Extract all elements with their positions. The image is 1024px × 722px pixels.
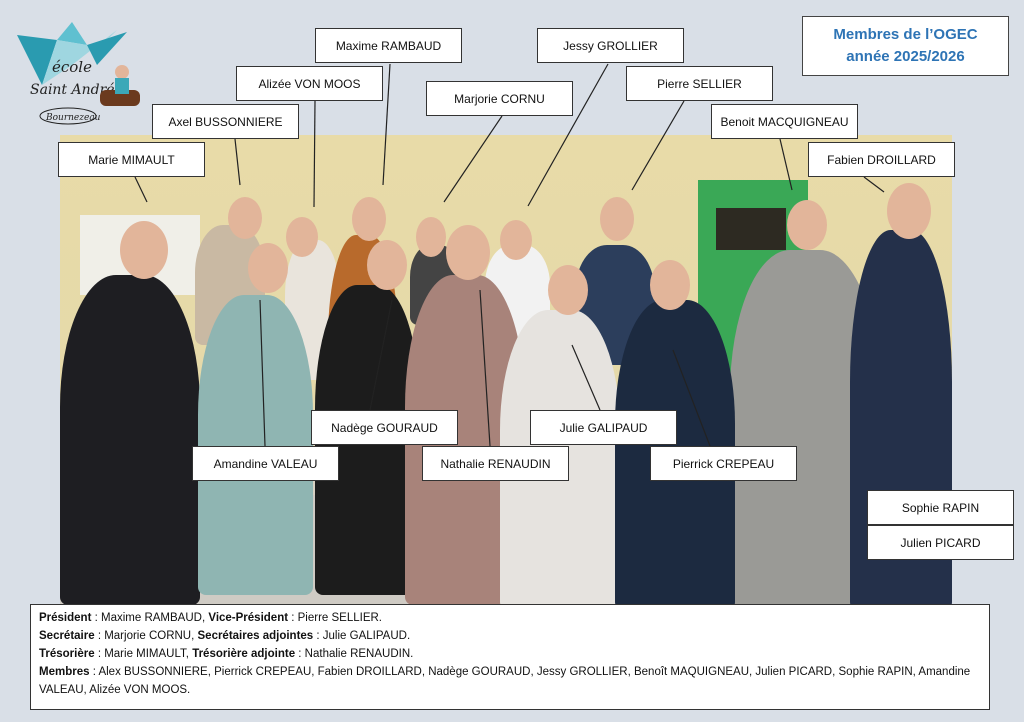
members-line: Membres : Alex BUSSONNIERE, Pierrick CRE… (39, 663, 981, 699)
label-pierrick-crepeau: Pierrick CREPEAU (650, 446, 797, 481)
page-title: Membres de l’OGEC année 2025/2026 (802, 16, 1009, 76)
secretary-adj-value: : Julie GALIPAUD. (313, 630, 411, 642)
treasurer-label: Trésorière (39, 648, 95, 660)
label-amandine-valeau: Amandine VALEAU (192, 446, 339, 481)
roles-description: Président : Maxime RAMBAUD, Vice-Préside… (30, 604, 990, 710)
president-value: : Maxime RAMBAUD, (91, 612, 209, 624)
label-julie-galipaud: Julie GALIPAUD (530, 410, 677, 445)
treasurer-value: : Marie MIMAULT, (94, 648, 193, 660)
label-alizee-von-moos: Alizée VON MOOS (236, 66, 383, 101)
secretary-label: Secrétaire (39, 630, 95, 642)
label-nadege-gouraud: Nadège GOURAUD (311, 410, 458, 445)
label-jessy-grollier: Jessy GROLLIER (537, 28, 684, 63)
label-pierre-sellier: Pierre SELLIER (626, 66, 773, 101)
secretary-line: Secrétaire : Marjorie CORNU, Secrétaires… (39, 627, 981, 645)
secretary-value: : Marjorie CORNU, (94, 630, 198, 642)
label-maxime-rambaud: Maxime RAMBAUD (315, 28, 462, 63)
title-line-1: Membres de l’OGEC (833, 26, 978, 43)
label-marjorie-cornu: Marjorie CORNU (426, 81, 573, 116)
secretary-adj-label: Secrétaires adjointes (197, 630, 314, 642)
president-line: Président : Maxime RAMBAUD, Vice-Préside… (39, 609, 981, 627)
treasurer-line: Trésorière : Marie MIMAULT, Trésorière a… (39, 645, 981, 663)
group-photo (60, 135, 952, 604)
title-line-2: année 2025/2026 (846, 48, 965, 65)
members-label: Membres (39, 666, 90, 678)
school-logo: école Saint André Bournezeau (12, 10, 152, 130)
vp-label: Vice-Président (208, 612, 289, 624)
label-julien-picard: Julien PICARD (867, 525, 1014, 560)
president-label: Président (39, 612, 92, 624)
treasurer-adj-value: : Nathalie RENAUDIN. (295, 648, 414, 660)
svg-text:école: école (52, 58, 92, 76)
label-nathalie-renaudin: Nathalie RENAUDIN (422, 446, 569, 481)
label-marie-mimault: Marie MIMAULT (58, 142, 205, 177)
label-fabien-droillard: Fabien DROILLARD (808, 142, 955, 177)
label-benoit-macquigneau: Benoit MACQUIGNEAU (711, 104, 858, 139)
treasurer-adj-label: Trésorière adjointe (192, 648, 296, 660)
label-sophie-rapin: Sophie RAPIN (867, 490, 1014, 525)
members-value: : Alex BUSSONNIERE, Pierrick CREPEAU, Fa… (39, 666, 971, 696)
svg-text:Saint André: Saint André (30, 82, 115, 98)
svg-text:Bournezeau: Bournezeau (45, 113, 101, 123)
vp-value: : Pierre SELLIER. (288, 612, 383, 624)
label-axel-bussonniere: Axel BUSSONNIERE (152, 104, 299, 139)
